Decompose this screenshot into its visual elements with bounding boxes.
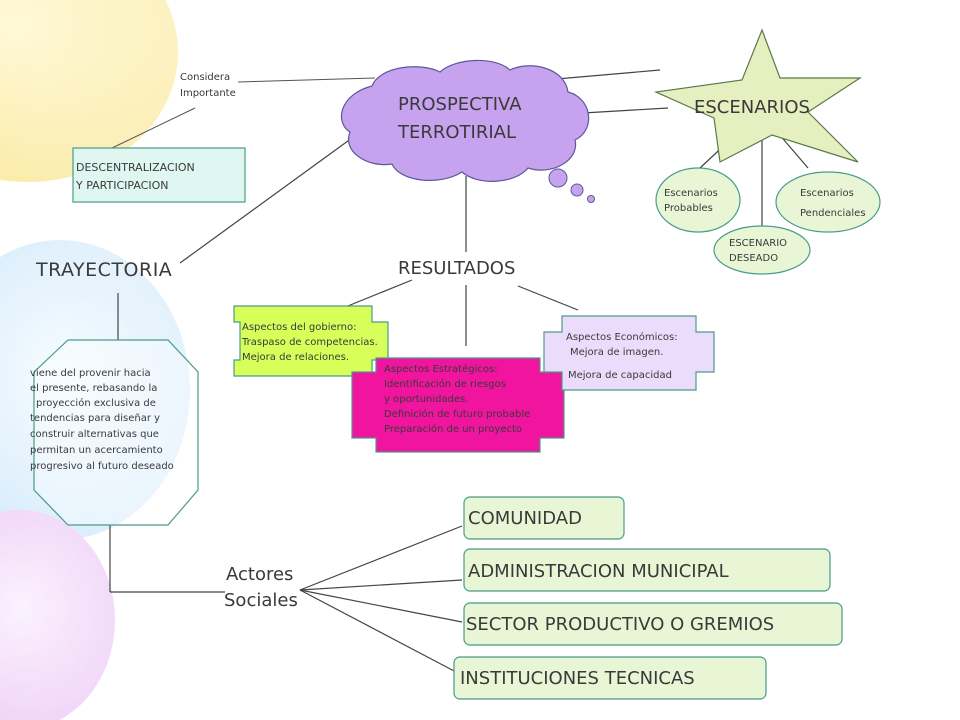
actor-administracion: ADMINISTRACION MUNICIPAL [463, 548, 831, 592]
estrategicos-line-1: Identificación de riesgos [384, 378, 506, 390]
estrategicos-box: Aspectos Estratégicos: Identificación de… [351, 357, 565, 453]
actor-comunidad: COMUNIDAD [463, 496, 625, 540]
center-title-line1: PROSPECTIVA [398, 94, 522, 115]
center-title-line2: TERROTIRIAL [397, 122, 516, 143]
resultados-title: RESULTADOS [398, 258, 515, 279]
descentralizacion-line1: DESCENTRALIZACION [76, 161, 195, 174]
prospectiva-cloud: PROSPECTIVA TERROTIRIAL [340, 59, 595, 203]
escenario-pendenciales: Escenarios Pendenciales [775, 171, 881, 233]
escenarios-star: ESCENARIOS [653, 28, 863, 163]
estrategicos-line-4: Preparación de un proyecto [384, 423, 522, 435]
actor-sector-productivo: SECTOR PRODUCTIVO O GREMIOS [463, 602, 843, 646]
considera-line1: Considera [180, 72, 230, 83]
star-shape [653, 28, 863, 163]
escenario-deseado: ESCENARIO DESEADO [713, 225, 811, 275]
actor-label-3: INSTITUCIONES TECNICAS [460, 668, 695, 689]
gobierno-line-2: Mejora de relaciones. [242, 352, 349, 363]
escenario-probables: Escenarios Probables [655, 167, 741, 233]
trayectoria-title: TRAYECTORIA [35, 259, 172, 281]
economicos-line-0: Aspectos Económicos: [566, 331, 678, 343]
gobierno-line-1: Traspaso de competencias. [241, 337, 378, 348]
economicos-line-2: Mejora de capacidad [568, 370, 672, 381]
trayectoria: TRAYECTORIA viene del provenir hacia el … [30, 259, 199, 526]
trayectoria-text-3: tendencias para diseñar y [30, 413, 160, 424]
pendenciales-line1: Escenarios [800, 188, 854, 199]
decorative-balloons [0, 0, 260, 720]
estrategicos-line-0: Aspectos Estratégicos: [384, 363, 498, 375]
actor-label-0: COMUNIDAD [468, 508, 582, 529]
actores-sociales: Actores Sociales [224, 564, 298, 611]
gobierno-box: Aspectos del gobierno: Traspaso de compe… [233, 305, 389, 377]
actor-label-2: SECTOR PRODUCTIVO O GREMIOS [466, 614, 774, 635]
actores-line1: Actores [226, 564, 293, 585]
trayectoria-text-5: permitan un acercamiento [30, 445, 163, 456]
trayectoria-octagon [33, 339, 199, 526]
economicos-box: Aspectos Económicos: Mejora de imagen. M… [543, 315, 715, 391]
considera-note: Considera Importante [180, 72, 236, 99]
trayectoria-text-2: proyección exclusiva de [36, 397, 156, 409]
descentralizacion-line2: Y PARTICIPACION [75, 179, 168, 192]
connectors [109, 69, 809, 673]
estrategicos-line-3: Definición de futuro probable [384, 408, 530, 420]
pendenciales-line2: Pendenciales [800, 208, 866, 219]
deseado-line2: DESEADO [729, 253, 778, 264]
estrategicos-line-2: y oportunidades. [384, 394, 469, 405]
deseado-line1: ESCENARIO [729, 238, 787, 249]
actores-line2: Sociales [224, 590, 298, 611]
trayectoria-text: viene del provenir hacia el presente, re… [30, 368, 174, 472]
probables-line1: Escenarios [664, 188, 718, 199]
economicos-line-1: Mejora de imagen. [570, 347, 663, 358]
considera-line2: Importante [180, 88, 236, 99]
actor-label-1: ADMINISTRACION MUNICIPAL [468, 561, 729, 582]
gobierno-line-0: Aspectos del gobierno: [242, 322, 356, 333]
trayectoria-text-4: construir alternativas que [30, 429, 159, 440]
descentralizacion-box: DESCENTRALIZACION Y PARTICIPACION [72, 147, 246, 203]
trayectoria-text-6: progresivo al futuro deseado [30, 461, 174, 472]
trayectoria-text-1: el presente, rebasando la [30, 383, 157, 394]
actor-instituciones: INSTITUCIONES TECNICAS [453, 656, 767, 700]
cloud-shape [340, 59, 590, 182]
trayectoria-text-0: viene del provenir hacia [30, 368, 151, 379]
escenarios-title: ESCENARIOS [694, 97, 810, 118]
probables-line2: Probables [664, 203, 713, 214]
